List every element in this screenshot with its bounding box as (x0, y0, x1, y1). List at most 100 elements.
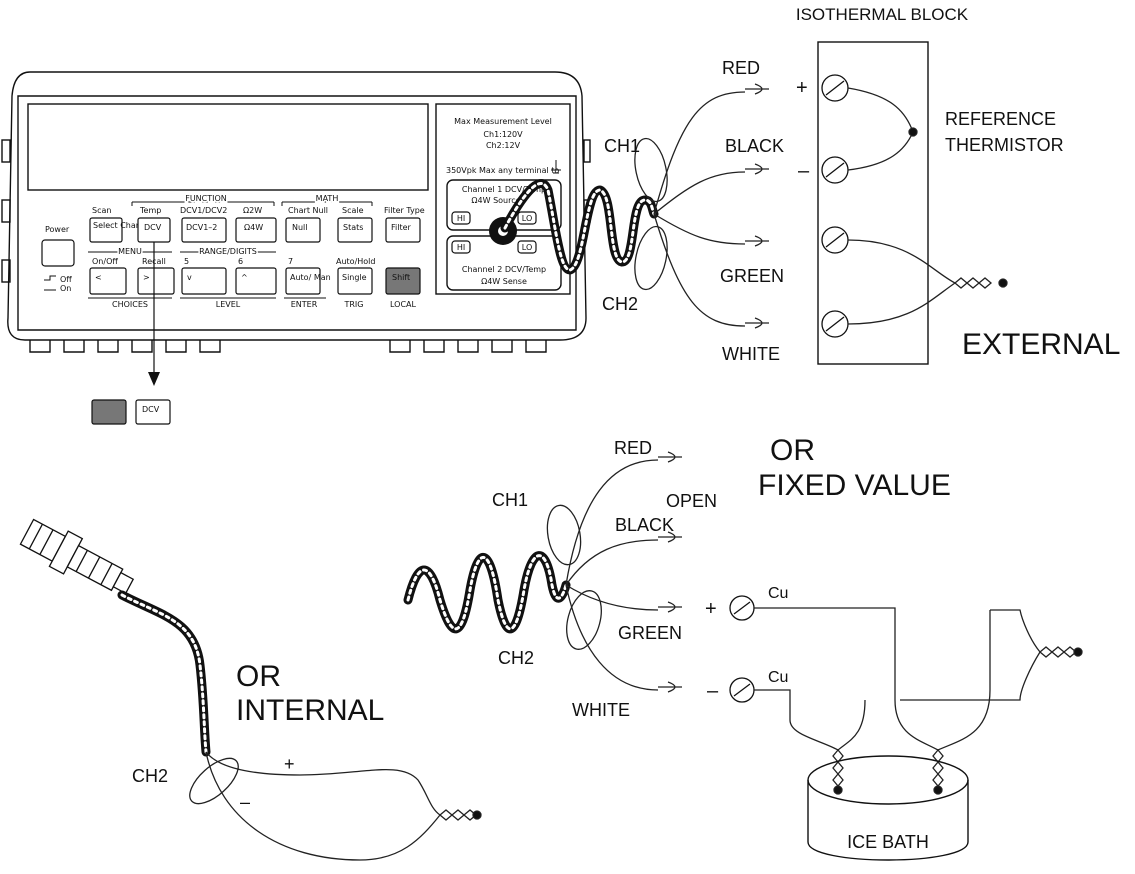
ch1-lo-label: LO (522, 214, 532, 223)
auto-hold-label: Auto/Hold (336, 257, 375, 266)
svg-text:^: ^ (241, 273, 248, 282)
ch2-terminal-sub: Ω4W Sense (481, 277, 527, 286)
svg-text:DCV: DCV (142, 405, 160, 414)
temperature-probe (19, 518, 135, 595)
middle-twisted-cable (403, 551, 571, 634)
minus-label-top: – (798, 160, 810, 182)
ohm4w-key[interactable] (235, 217, 277, 243)
auto-man-key[interactable] (285, 267, 321, 295)
meter-feet (29, 340, 547, 353)
menu-group: MENU (88, 246, 172, 258)
select-channel-key[interactable] (89, 217, 123, 243)
down-arrow-key[interactable] (181, 267, 227, 295)
svg-text:Single: Single (342, 273, 367, 282)
ice-bath-wiring (754, 607, 1083, 795)
key-callout: DCV (91, 242, 171, 425)
shift-key[interactable] (385, 267, 421, 295)
ohm2w-label: Ω2W (243, 206, 262, 215)
dcv-ratio-label: DCV1/DCV2 (180, 206, 227, 215)
ch1-label-top: CH1 (604, 136, 640, 156)
ch1-terminal-sub: Ω4W Source (471, 196, 520, 205)
ch1-ring (634, 137, 668, 203)
svg-text:MATH: MATH (316, 194, 339, 203)
internal-wires (189, 751, 482, 861)
reference-label: REFERENCE (945, 109, 1056, 129)
left-arrow-key[interactable] (89, 267, 127, 295)
filter-key[interactable] (385, 217, 421, 243)
temp-label: Temp (139, 206, 161, 215)
svg-text:Shift: Shift (392, 273, 410, 282)
power-on-label: On (60, 284, 71, 293)
top-spade-lugs (745, 83, 769, 329)
svg-text:RANGE/DIGITS: RANGE/DIGITS (199, 247, 257, 256)
block-screws (821, 74, 849, 338)
minus-label-mid: – (707, 680, 719, 702)
svg-text:DCV1–2: DCV1–2 (186, 223, 217, 232)
terminal-panel (435, 103, 571, 295)
scan-label: Scan (92, 206, 111, 215)
black-label-mid: BLACK (615, 515, 674, 535)
ch2-hi-label: HI (457, 243, 465, 252)
red-label-top: RED (722, 58, 760, 78)
external-label: EXTERNAL (962, 328, 1120, 361)
math-group: MATH (281, 193, 373, 206)
level-label: LEVEL (216, 300, 241, 309)
thermistor-label: THERMISTOR (945, 135, 1064, 155)
svg-text:DCV: DCV (144, 223, 162, 232)
svg-text:Ω4W: Ω4W (244, 223, 263, 232)
ch1-terminal-title: Channel 1 DCV/Temp (462, 185, 546, 194)
thermistor-dot (908, 127, 918, 137)
plus-label-mid: + (705, 598, 717, 620)
six-label: 6 (238, 257, 243, 266)
trig-label: TRIG (343, 300, 363, 309)
ground-icon (551, 160, 561, 174)
filter-type-label: Filter Type (384, 206, 425, 215)
svg-text:MENU: MENU (118, 247, 142, 256)
null-key[interactable] (285, 217, 321, 243)
max-any-terminal: 350Vpk Max any terminal to (446, 166, 559, 175)
max-level-ch1: Ch1:120V (483, 130, 523, 139)
minus-label-internal: – (240, 792, 250, 812)
ch2-lo-label: LO (522, 243, 532, 252)
top-lead-wires (634, 91, 746, 327)
middle-spade-lugs (658, 451, 682, 693)
probe-cable (117, 590, 211, 757)
green-label-top: GREEN (720, 266, 784, 286)
green-label-mid: GREEN (618, 623, 682, 643)
max-level-label: Max Measurement Level (454, 117, 552, 126)
svg-text:<: < (95, 273, 102, 282)
ch2-label-top: CH2 (602, 294, 638, 314)
plus-label-internal: + (284, 754, 295, 774)
svg-text:v: v (187, 273, 192, 282)
power-button[interactable] (41, 239, 75, 267)
up-arrow-key[interactable] (235, 267, 277, 295)
fixed-value-label: FIXED VALUE (758, 469, 951, 502)
internal-label: INTERNAL (236, 694, 384, 727)
ice-bath (807, 755, 969, 861)
single-key[interactable] (337, 267, 373, 295)
cu-terminals (729, 595, 755, 703)
cu-label-1: Cu (768, 585, 788, 602)
dcv-ratio-key[interactable] (181, 217, 227, 243)
function-group: FUNCTION (131, 193, 275, 206)
enter-label: ENTER (291, 300, 318, 309)
svg-text:>: > (143, 273, 150, 282)
svg-text:Filter: Filter (391, 223, 412, 232)
ch2-label-internal: CH2 (132, 766, 168, 786)
power-off-label: Off (60, 275, 72, 284)
stats-key[interactable] (337, 217, 373, 243)
right-arrow-key[interactable] (137, 267, 175, 295)
local-label: LOCAL (390, 300, 417, 309)
svg-text:Null: Null (292, 223, 308, 232)
power-label: Power (45, 225, 70, 234)
ch2-ring (634, 225, 668, 291)
or-label-internal: OR (236, 660, 281, 693)
ice-bath-label: ICE BATH (847, 832, 929, 852)
svg-text:Auto/ Man: Auto/ Man (290, 273, 331, 282)
svg-text:FUNCTION: FUNCTION (185, 194, 227, 203)
ch2-terminal-title: Channel 2 DCV/Temp (462, 265, 546, 274)
open-label: OPEN (666, 491, 717, 511)
multimeter: Max Measurement Level Ch1:120V Ch2:12V 3… (1, 71, 591, 353)
choices-label: CHOICES (112, 300, 148, 309)
